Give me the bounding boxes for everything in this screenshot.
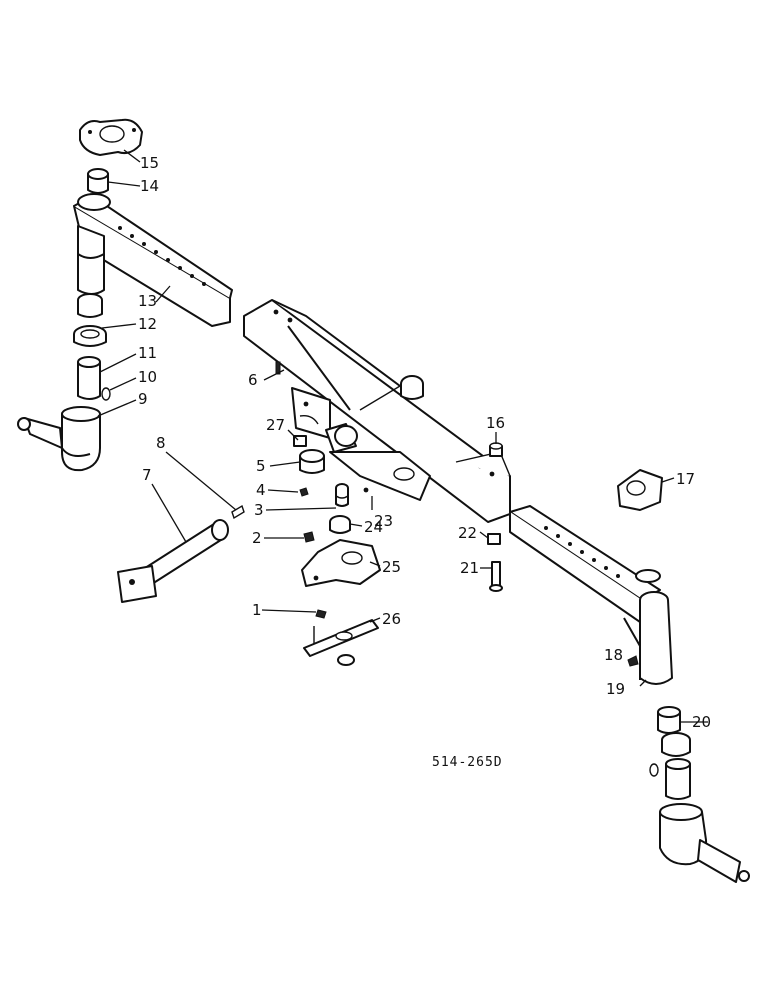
part-11-kingpin [77, 356, 101, 400]
callout-8: 8 [156, 434, 166, 452]
callout-18: 18 [604, 646, 623, 664]
callout-19: 19 [606, 680, 625, 698]
callout-2: 2 [252, 529, 262, 547]
callout-11: 11 [138, 344, 157, 362]
part-6-bracket [291, 387, 331, 439]
callout-labels: 15 14 13 12 11 10 9 8 7 6 27 5 4 3 2 24 … [138, 154, 711, 731]
callout-6: 6 [248, 371, 258, 389]
callout-27: 27 [266, 416, 285, 434]
part-1-bolt [313, 609, 327, 644]
part-24-bushing [329, 515, 351, 534]
callout-1: 1 [252, 601, 262, 619]
callout-12: 12 [138, 315, 157, 333]
callout-7: 7 [142, 466, 152, 484]
part-axle-extension-right [509, 505, 673, 685]
callout-3: 3 [254, 501, 264, 519]
callout-22: 22 [458, 524, 477, 542]
callout-13: 13 [138, 292, 157, 310]
part-22-nut [487, 533, 501, 545]
part-7-pivot-pin [117, 519, 229, 603]
part-6-axle-beam [243, 299, 511, 523]
callout-9: 9 [138, 390, 148, 408]
part-9-spindle-left [17, 406, 101, 472]
callout-26: 26 [382, 610, 401, 628]
part-25-support-bracket [301, 539, 381, 587]
part-kingpin-right [649, 732, 691, 800]
part-5-bushing [299, 449, 325, 474]
part-10-key [101, 387, 111, 401]
callout-4: 4 [256, 481, 266, 499]
callout-20: 20 [692, 713, 711, 731]
part-23-lower-bracket [329, 451, 431, 501]
callout-16: 16 [486, 414, 505, 432]
part-6-pivot-bushing [325, 375, 424, 453]
part-4-grease-fitting [299, 487, 309, 497]
callout-21: 21 [460, 559, 479, 577]
part-20-bushing [657, 706, 681, 734]
part-code-label: 514-265D [432, 755, 503, 770]
part-17-clamp-cap [617, 469, 663, 511]
callout-14: 14 [140, 177, 159, 195]
callout-17: 17 [676, 470, 695, 488]
part-15-clamp-cap [79, 118, 143, 156]
part-14-bushing [87, 168, 109, 194]
leader-lines [97, 149, 708, 723]
part-12-thrust-washer [73, 293, 107, 347]
callout-25: 25 [382, 558, 401, 576]
part-8-fitting [231, 504, 245, 520]
part-18-grease-fitting [627, 655, 639, 667]
part-2-nut [303, 531, 315, 543]
callout-23: 23 [374, 512, 393, 530]
callout-15: 15 [140, 154, 159, 172]
part-spindle-right [659, 803, 750, 883]
callout-5: 5 [256, 457, 266, 475]
part-3-spacers [335, 483, 349, 507]
part-13-axle-extension-left [73, 193, 233, 327]
part-16-nut [489, 442, 503, 457]
part-26-mounting-plate [303, 619, 379, 666]
callout-10: 10 [138, 368, 157, 386]
callout-24: 24 [364, 518, 383, 536]
part-21-bolt [489, 561, 503, 592]
